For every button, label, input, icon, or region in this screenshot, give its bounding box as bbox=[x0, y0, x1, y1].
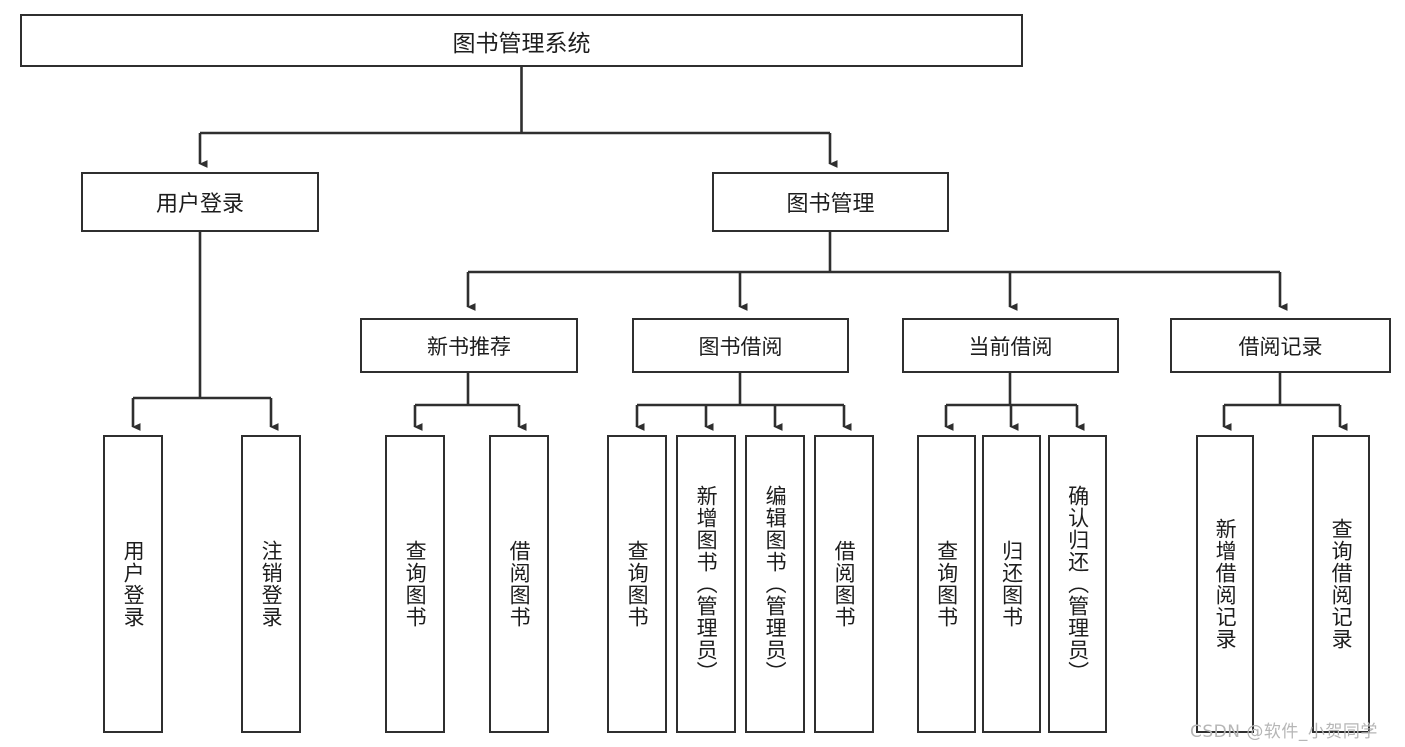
leaf-current-return-book-label: 归还图书 bbox=[999, 540, 1024, 628]
leaf-logout[interactable]: 注销登录 bbox=[241, 435, 301, 733]
node-book-borrow[interactable]: 图书借阅 bbox=[632, 318, 849, 373]
node-new-book-recommend-label: 新书推荐 bbox=[427, 334, 511, 359]
leaf-current-confirm-return[interactable]: 确认归还（管理员） bbox=[1048, 435, 1107, 733]
leaf-new-book-query[interactable]: 查询图书 bbox=[385, 435, 445, 733]
leaf-borrow-edit-book-label: 编辑图书（管理员） bbox=[763, 485, 788, 683]
leaf-record-query-label: 查询借阅记录 bbox=[1329, 518, 1354, 650]
leaf-current-confirm-return-label: 确认归还（管理员） bbox=[1065, 485, 1090, 683]
leaf-user-login[interactable]: 用户登录 bbox=[103, 435, 163, 733]
node-user-login[interactable]: 用户登录 bbox=[81, 172, 319, 232]
node-book-manage[interactable]: 图书管理 bbox=[712, 172, 949, 232]
leaf-new-book-query-label: 查询图书 bbox=[403, 540, 428, 628]
node-root[interactable]: 图书管理系统 bbox=[20, 14, 1023, 67]
leaf-current-query-book[interactable]: 查询图书 bbox=[917, 435, 976, 733]
leaf-record-add-label: 新增借阅记录 bbox=[1213, 518, 1238, 650]
leaf-user-login-label: 用户登录 bbox=[121, 540, 146, 628]
node-new-book-recommend[interactable]: 新书推荐 bbox=[360, 318, 578, 373]
leaf-logout-label: 注销登录 bbox=[259, 540, 284, 628]
leaf-borrow-borrow-book[interactable]: 借阅图书 bbox=[814, 435, 874, 733]
leaf-borrow-edit-book[interactable]: 编辑图书（管理员） bbox=[745, 435, 805, 733]
node-root-label: 图书管理系统 bbox=[452, 30, 591, 57]
leaf-record-query[interactable]: 查询借阅记录 bbox=[1312, 435, 1370, 733]
leaf-record-add[interactable]: 新增借阅记录 bbox=[1196, 435, 1254, 733]
node-current-borrow[interactable]: 当前借阅 bbox=[902, 318, 1119, 373]
leaf-borrow-query-book[interactable]: 查询图书 bbox=[607, 435, 667, 733]
node-current-borrow-label: 当前借阅 bbox=[968, 334, 1053, 359]
leaf-borrow-add-book[interactable]: 新增图书（管理员） bbox=[676, 435, 736, 733]
leaf-borrow-borrow-book-label: 借阅图书 bbox=[832, 540, 857, 628]
csdn-watermark: CSDN @软件_小贺同学 bbox=[1190, 722, 1378, 742]
leaf-current-query-book-label: 查询图书 bbox=[934, 540, 959, 628]
node-user-login-label: 用户登录 bbox=[155, 192, 244, 217]
node-book-borrow-label: 图书借阅 bbox=[698, 334, 783, 359]
node-book-manage-label: 图书管理 bbox=[786, 192, 875, 217]
node-borrow-record[interactable]: 借阅记录 bbox=[1170, 318, 1391, 373]
leaf-current-return-book[interactable]: 归还图书 bbox=[982, 435, 1041, 733]
leaf-borrow-add-book-label: 新增图书（管理员） bbox=[694, 485, 719, 683]
leaf-borrow-query-book-label: 查询图书 bbox=[625, 540, 650, 628]
node-borrow-record-label: 借阅记录 bbox=[1238, 334, 1323, 359]
leaf-new-book-borrow-label: 借阅图书 bbox=[507, 540, 532, 628]
leaf-new-book-borrow[interactable]: 借阅图书 bbox=[489, 435, 549, 733]
